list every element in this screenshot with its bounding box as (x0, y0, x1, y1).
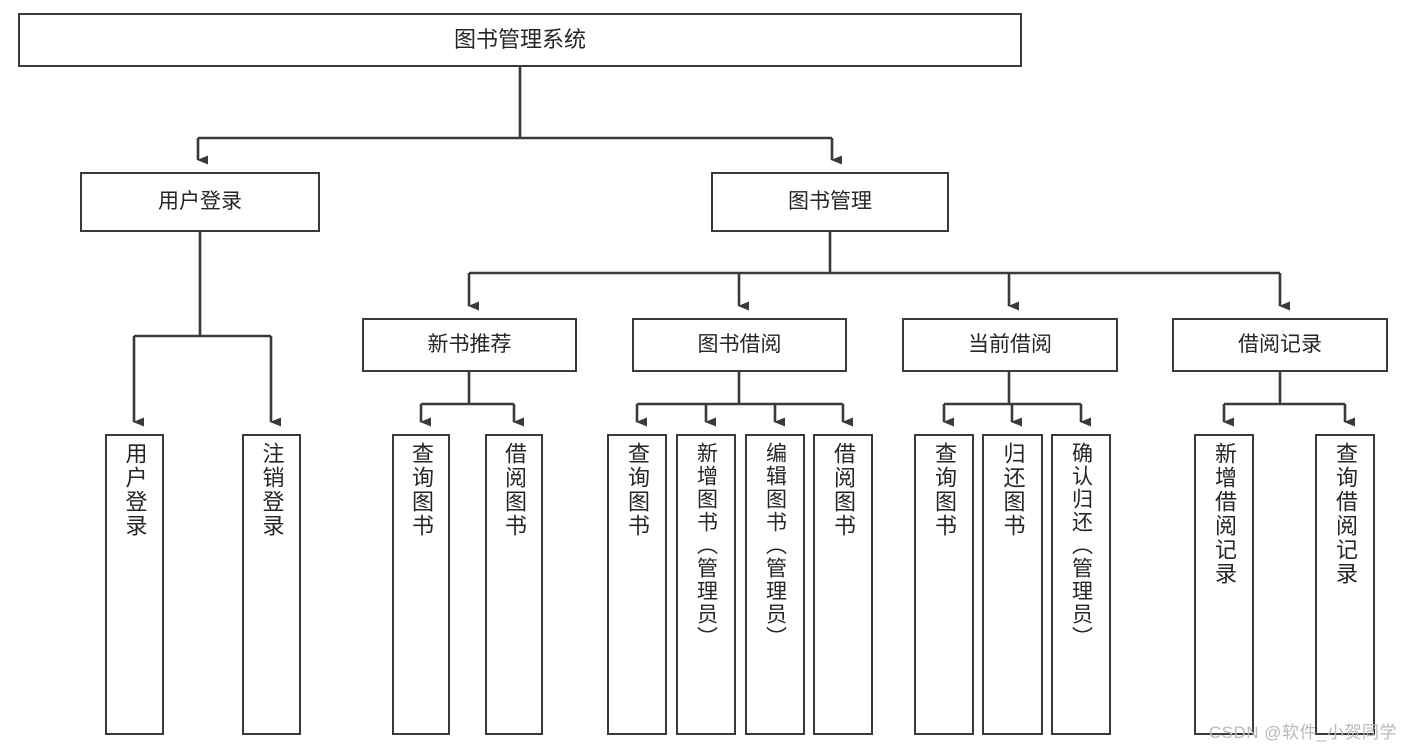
node-leaf-query-book-1[interactable]: 查询图书 (392, 434, 450, 735)
node-current-borrow[interactable]: 当前借阅 (902, 318, 1118, 372)
node-leaf-add-record[interactable]: 新增借阅记录 (1194, 434, 1254, 735)
node-leaf-user-login[interactable]: 用户登录 (105, 434, 164, 735)
node-leaf-query-book-2-label: 查询图书 (625, 442, 650, 538)
node-book-borrow[interactable]: 图书借阅 (632, 318, 847, 372)
node-new-book-recommend-label: 新书推荐 (427, 332, 512, 356)
node-root-system[interactable]: 图书管理系统 (18, 13, 1022, 67)
node-leaf-add-record-label: 新增借阅记录 (1212, 442, 1237, 586)
node-leaf-query-record[interactable]: 查询借阅记录 (1315, 434, 1375, 735)
node-leaf-confirm-return-label: 确认归还（管理员） (1069, 442, 1093, 649)
node-user-login-label: 用户登录 (158, 189, 242, 213)
node-leaf-edit-book-label: 编辑图书（管理员） (763, 442, 787, 649)
node-leaf-return-book-label: 归还图书 (1000, 442, 1026, 538)
node-leaf-borrow-book-1-label: 借阅图书 (502, 442, 527, 538)
node-leaf-add-book[interactable]: 新增图书（管理员） (676, 434, 736, 735)
node-leaf-user-logout[interactable]: 注销登录 (242, 434, 301, 735)
node-leaf-query-record-label: 查询借阅记录 (1333, 442, 1358, 586)
node-leaf-edit-book[interactable]: 编辑图书（管理员） (745, 434, 805, 735)
node-user-login[interactable]: 用户登录 (80, 172, 320, 232)
node-leaf-user-login-label: 用户登录 (122, 442, 148, 538)
node-leaf-borrow-book-1[interactable]: 借阅图书 (485, 434, 543, 735)
node-borrow-records[interactable]: 借阅记录 (1172, 318, 1388, 372)
node-borrow-records-label: 借阅记录 (1238, 332, 1322, 356)
node-leaf-query-book-2[interactable]: 查询图书 (607, 434, 667, 735)
node-leaf-return-book[interactable]: 归还图书 (982, 434, 1043, 735)
node-leaf-query-book-1-label: 查询图书 (409, 442, 434, 538)
node-root-label: 图书管理系统 (453, 27, 586, 53)
node-leaf-borrow-book-2-label: 借阅图书 (831, 442, 856, 538)
node-leaf-query-book-3-label: 查询图书 (932, 442, 957, 538)
node-book-management-label: 图书管理 (788, 189, 872, 213)
node-leaf-query-book-3[interactable]: 查询图书 (914, 434, 974, 735)
node-new-book-recommend[interactable]: 新书推荐 (362, 318, 577, 372)
watermark-text: CSDN @软件_小贺同学 (1208, 723, 1397, 742)
node-book-management[interactable]: 图书管理 (711, 172, 949, 232)
node-leaf-borrow-book-2[interactable]: 借阅图书 (813, 434, 873, 735)
node-leaf-confirm-return[interactable]: 确认归还（管理员） (1051, 434, 1111, 735)
node-leaf-user-logout-label: 注销登录 (259, 442, 285, 538)
node-leaf-add-book-label: 新增图书（管理员） (694, 442, 718, 649)
node-current-borrow-label: 当前借阅 (968, 332, 1052, 356)
node-book-borrow-label: 图书借阅 (697, 332, 782, 356)
